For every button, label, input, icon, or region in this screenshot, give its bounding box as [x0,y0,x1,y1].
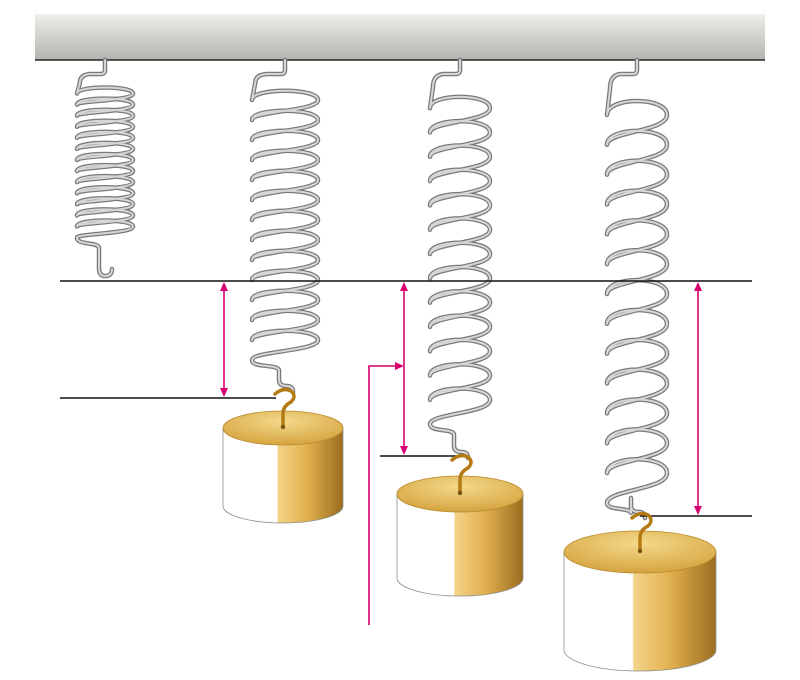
spring-highlight [76,59,134,277]
hook-base [280,424,286,430]
mass-2 [396,453,524,597]
hanging-mass-icon [630,511,653,552]
mass-body [222,427,344,524]
extension-arrow-1 [220,282,228,397]
hanging-mass-icon [450,453,473,494]
spring-unloaded [74,57,136,279]
spring-highlight [251,59,319,393]
ceiling-bar [35,14,765,60]
arrowhead-bottom [400,446,408,455]
arrowhead-top [220,282,228,291]
spring-load-2 [427,57,493,461]
pointer-leader [368,362,404,625]
leader-arrowhead [395,362,404,370]
hanging-mass-icon [273,387,296,428]
arrowhead-top [694,282,702,291]
extension-arrow-3 [694,282,702,515]
coil-spring-icon [604,57,670,521]
mass-body [563,551,717,672]
coil-spring-icon [427,57,493,461]
leader-line [368,365,396,625]
mass-body [396,493,524,597]
spring-load-1 [249,57,321,395]
hook-base [457,490,463,496]
extension-arrow-2 [400,282,408,455]
arrowhead-bottom [694,506,702,515]
hook-base [637,548,643,554]
mass-1 [222,387,344,524]
arrowhead-top [400,282,408,291]
spring-load-3 [604,57,670,521]
arrowhead-bottom [220,388,228,397]
mass-3 [563,511,717,672]
